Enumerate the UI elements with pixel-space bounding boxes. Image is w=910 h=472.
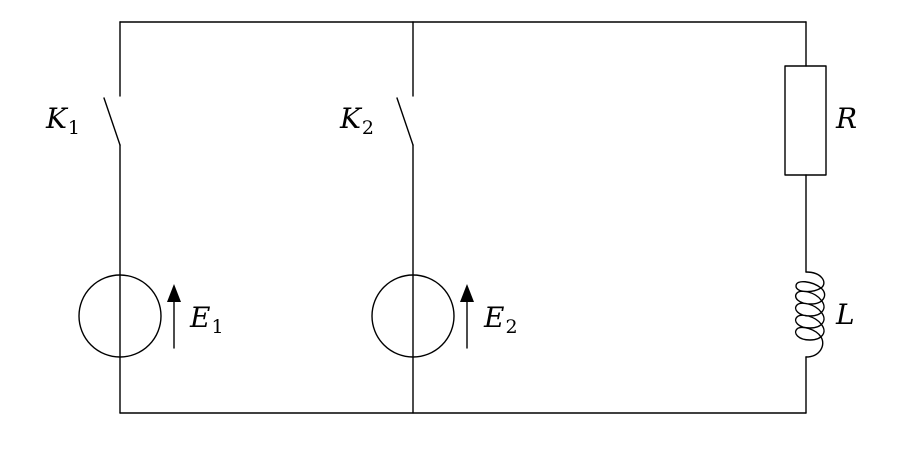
voltage-source-e1-circle <box>78 274 162 358</box>
resistor-r: R <box>784 65 857 176</box>
inductor-l: L <box>794 271 855 358</box>
voltage-source-e1-label: E1 <box>189 301 224 338</box>
voltage-source-e1-arrow-head-icon <box>167 284 181 302</box>
switch-k1-label: K1 <box>45 102 80 139</box>
switch-k1: K1 <box>45 97 121 146</box>
switch-k2-blade <box>396 97 414 146</box>
voltage-source-e2: E2 <box>371 274 518 358</box>
switch-k2: K2 <box>339 97 414 146</box>
voltage-source-e2-circle <box>371 274 455 358</box>
voltage-source-e2-arrow-head-icon <box>460 284 474 302</box>
resistor-r-body <box>784 65 827 176</box>
wires <box>119 21 807 414</box>
voltage-source-e2-label: E2 <box>483 301 518 338</box>
switch-k1-blade <box>103 97 121 146</box>
inductor-l-coil <box>794 271 826 358</box>
inductor-l-label: L <box>835 298 855 331</box>
switch-k2-label: K2 <box>339 102 374 139</box>
voltage-source-e1: E1 <box>78 274 224 358</box>
resistor-r-label: R <box>835 102 857 135</box>
